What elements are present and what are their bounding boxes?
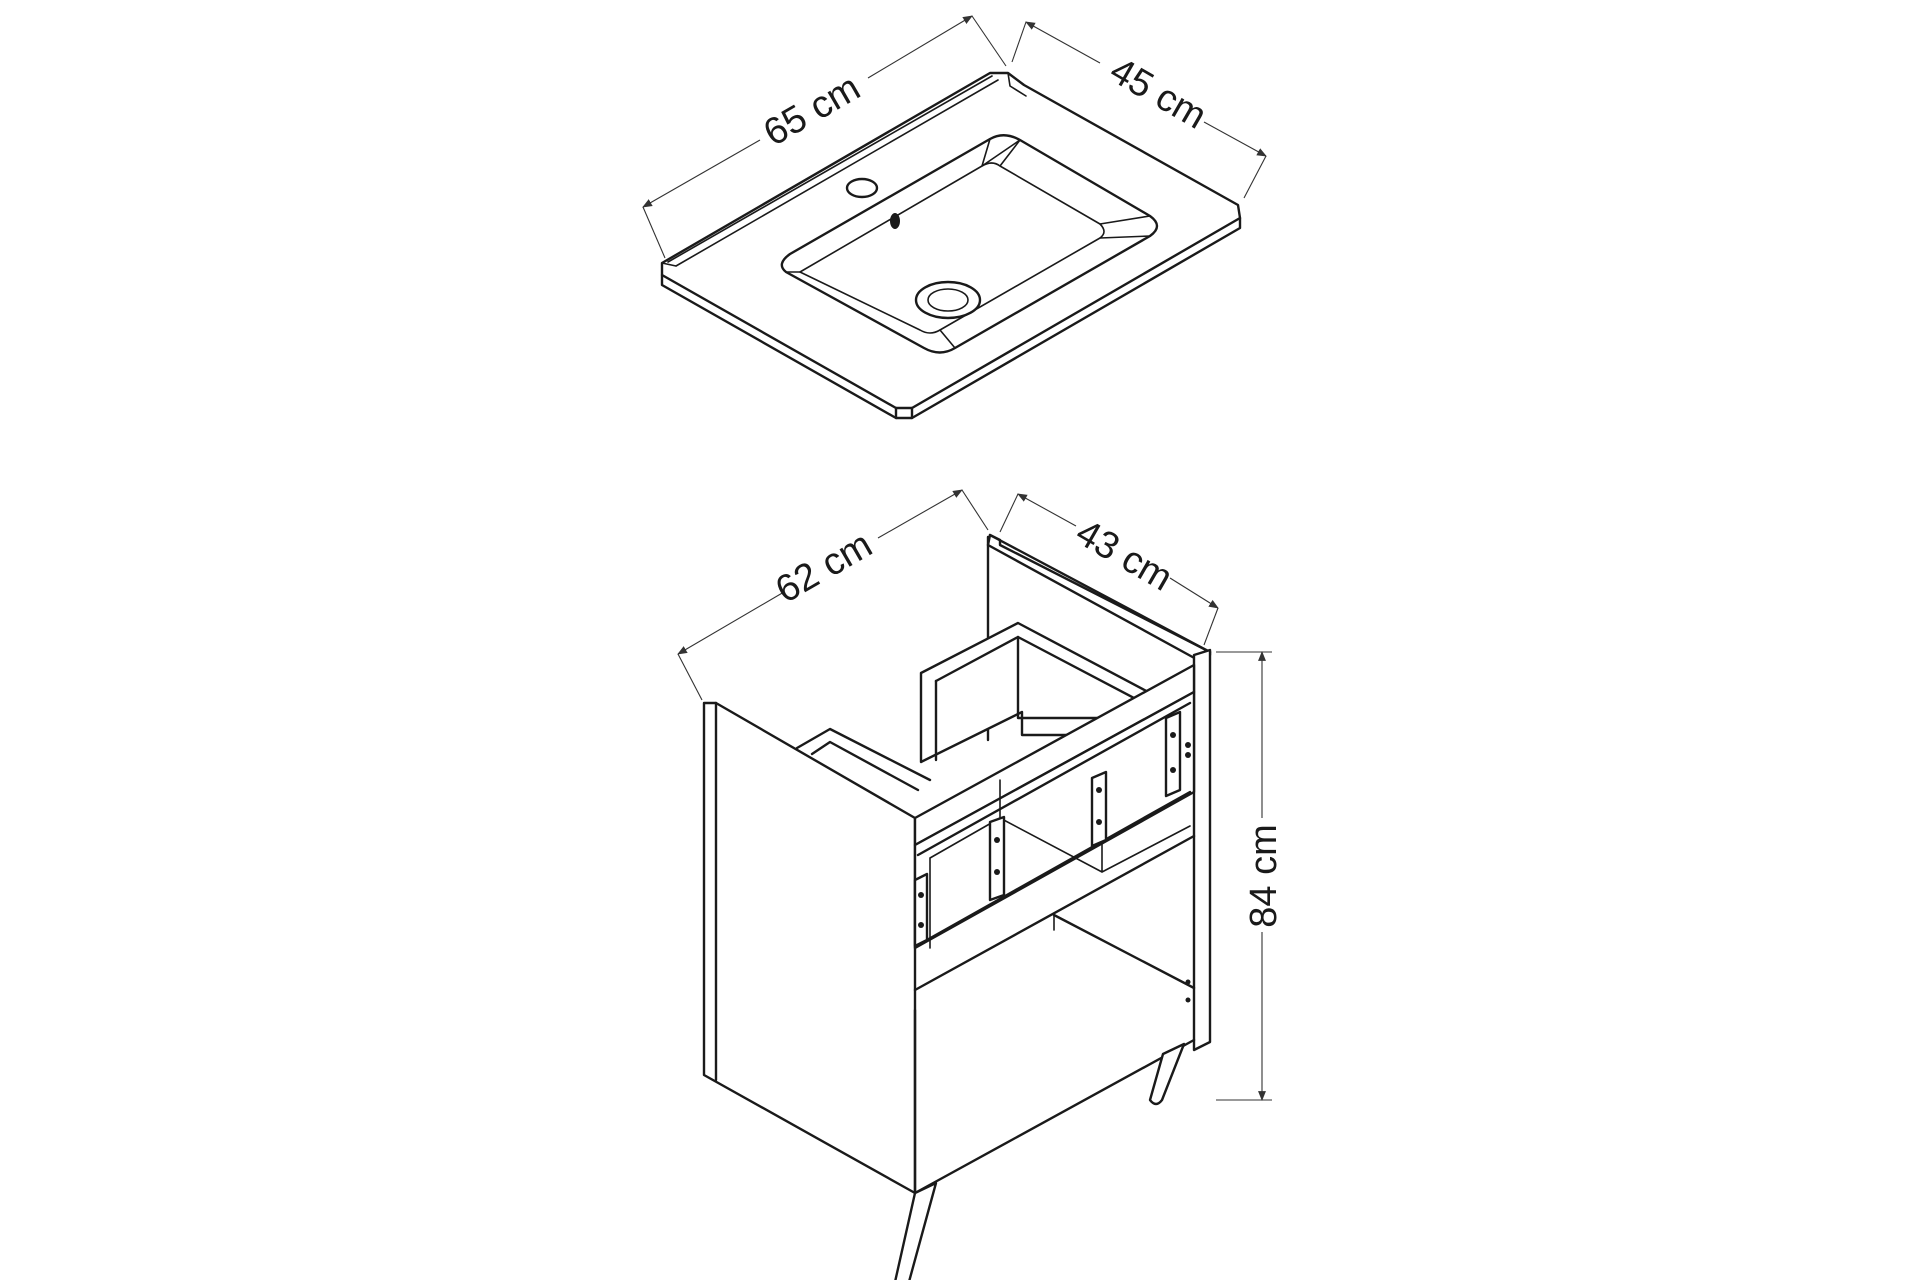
sink-countertop <box>660 71 1242 410</box>
sink-drawing <box>660 71 1242 420</box>
cabinet-drawing <box>702 533 1212 1280</box>
drawer-slide-bracket-side <box>913 872 929 948</box>
cabinet-left-rail <box>795 727 932 792</box>
sink-back-lip <box>661 72 1027 267</box>
cabinet-width-label: 62 cm <box>769 524 880 612</box>
sink-drain-icon <box>914 280 982 320</box>
sink-depth-label: 45 cm <box>1103 50 1214 138</box>
cabinet-drawer-box <box>929 779 1191 949</box>
cabinet-right-side-panel <box>1192 648 1212 1052</box>
drawer-slide-bracket-mid <box>1090 770 1108 848</box>
bracket-screw-holes <box>918 732 1191 1003</box>
cabinet-height-label: 84 cm <box>1243 824 1285 927</box>
faucet-hole-icon <box>845 177 879 199</box>
cabinet-leg-front <box>894 1181 938 1280</box>
drawer-slide-bracket-right <box>1164 710 1182 798</box>
overflow-hole-icon <box>890 213 900 229</box>
drawer-slide-bracket-left <box>988 815 1006 902</box>
cabinet-left-side-panel <box>702 701 917 1195</box>
cabinet-leg-right <box>1148 1042 1186 1106</box>
sink-front-edge <box>660 216 1242 420</box>
cabinet-height-dimension: 84 cm <box>1216 651 1285 1101</box>
sink-basin-bowl <box>799 162 1105 334</box>
sink-width-label: 65 cm <box>757 67 868 155</box>
